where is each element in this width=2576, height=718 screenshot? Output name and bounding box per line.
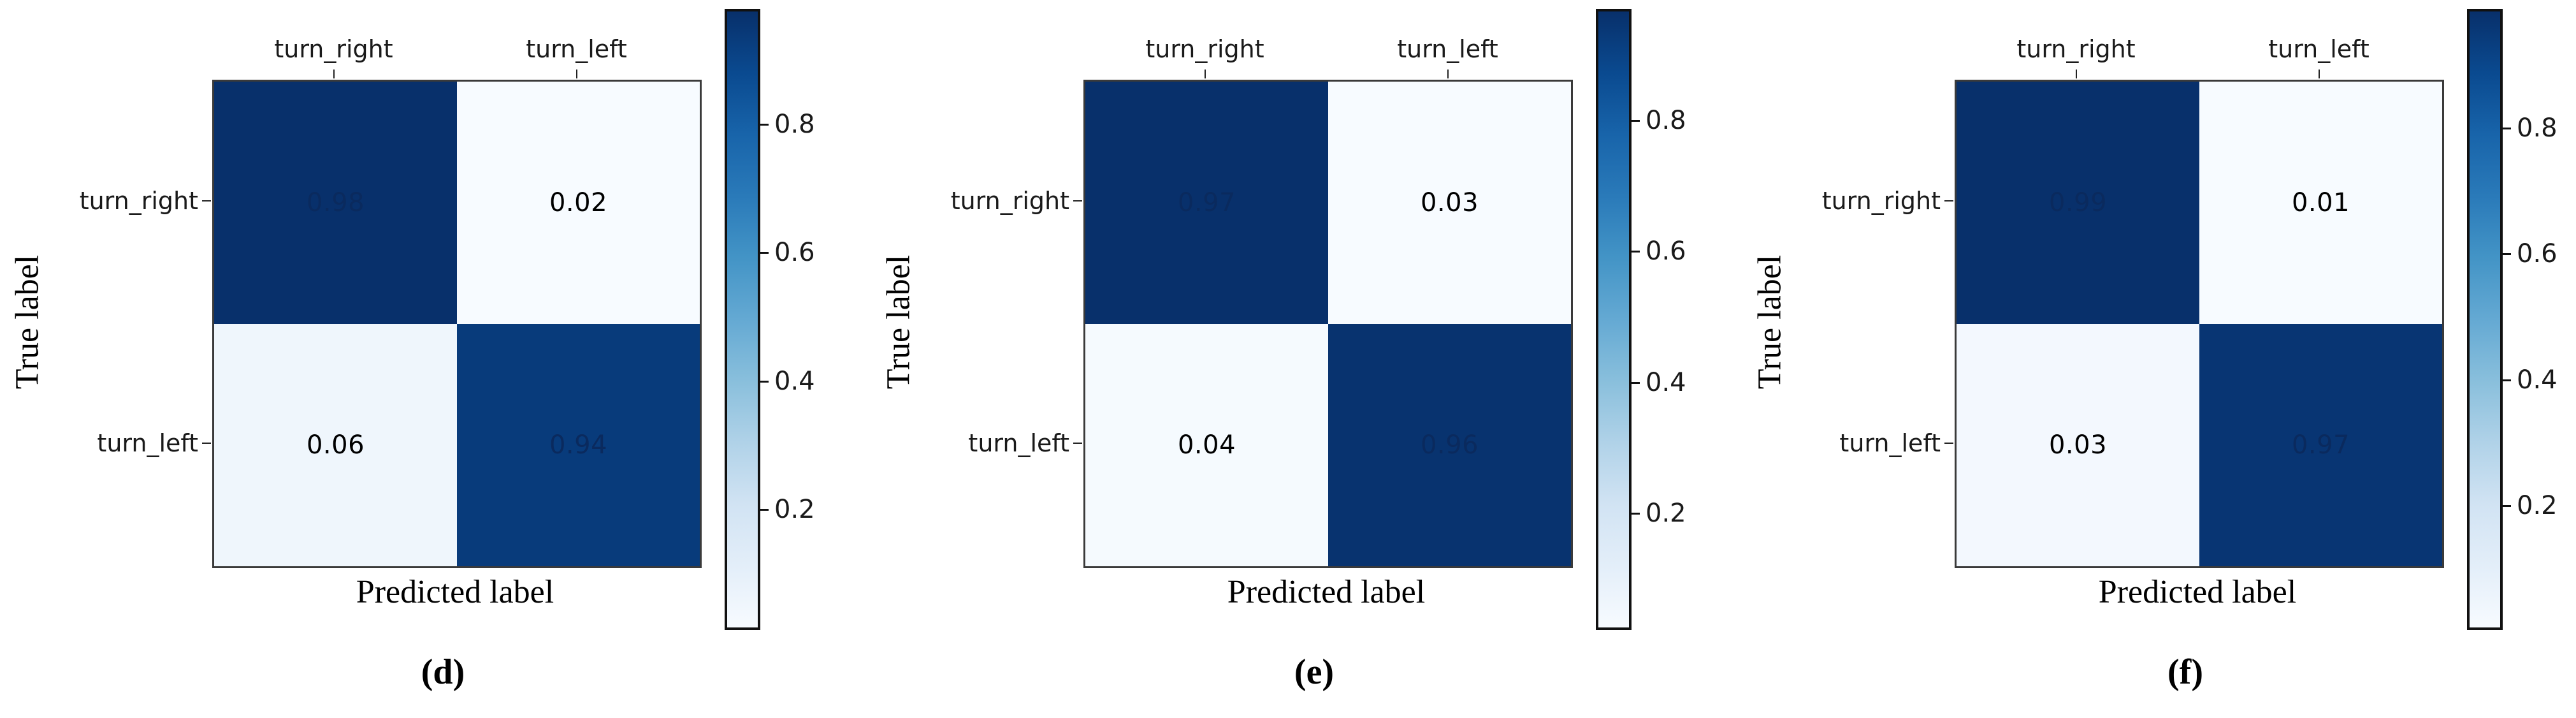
- colorbar-tickmark: [1632, 381, 1640, 384]
- heatmap-matrix: 0.98 0.02 0.06 0.94: [212, 80, 702, 568]
- x-tick-label: turn_right: [2016, 35, 2136, 63]
- heatmap-cell-value: 0.97: [2291, 430, 2350, 460]
- panel-letter: (f): [2167, 652, 2203, 692]
- y-tick-label: turn_right: [1821, 187, 1941, 215]
- colorbar: [2467, 9, 2503, 630]
- heatmap-cell-value: 0.97: [1177, 188, 1236, 217]
- y-tickmark: [1944, 443, 1953, 444]
- x-tick-label: turn_left: [526, 35, 627, 63]
- y-tickmark: [1073, 443, 1082, 444]
- heatmap-cell: 0.98: [214, 82, 457, 324]
- panel-letter: (d): [421, 652, 465, 692]
- y-axis-label: True label: [1751, 254, 1788, 390]
- x-tickmark: [575, 70, 577, 78]
- heatmap-cell: 0.96: [1328, 324, 1571, 566]
- heatmap-cell: 0.01: [2199, 82, 2442, 324]
- heatmap-cell: 0.03: [1328, 82, 1571, 324]
- colorbar-tick-label: 0.2: [2517, 490, 2558, 520]
- colorbar-tickmark: [1632, 119, 1640, 122]
- colorbar-tick-label: 0.8: [774, 110, 815, 140]
- y-tick-label: turn_left: [968, 429, 1069, 457]
- y-tick-label: turn_left: [97, 429, 198, 457]
- y-tick-label: turn_left: [1839, 429, 1941, 457]
- heatmap-cell: 0.06: [214, 324, 457, 566]
- colorbar-tick-label: 0.4: [774, 366, 815, 396]
- colorbar-tickmark: [760, 380, 769, 383]
- heatmap-matrix: 0.97 0.03 0.04 0.96: [1083, 80, 1573, 568]
- colorbar-tick-label: 0.6: [774, 238, 815, 268]
- heatmap-cell: 0.97: [2199, 324, 2442, 566]
- x-tickmark: [1447, 70, 1449, 78]
- x-tick-label: turn_right: [1145, 35, 1264, 63]
- colorbar-tickmark: [2503, 379, 2511, 381]
- heatmap-cell: 0.94: [457, 324, 700, 566]
- colorbar: [1596, 9, 1632, 630]
- x-tickmark: [333, 70, 335, 78]
- heatmap-cell-value: 0.94: [549, 430, 608, 460]
- heatmap-cell: 0.02: [457, 82, 700, 324]
- colorbar-tickmark: [2503, 253, 2511, 256]
- colorbar-tickmark: [2503, 504, 2511, 507]
- heatmap-cell-value: 0.98: [306, 188, 365, 217]
- heatmap-cell: 0.99: [1957, 82, 2199, 324]
- colorbar-tick-label: 0.4: [1646, 367, 1686, 397]
- heatmap-cell-value: 0.06: [306, 430, 365, 460]
- x-tickmark: [2318, 70, 2320, 78]
- x-tickmark: [1204, 70, 1206, 78]
- heatmap-cell: 0.97: [1085, 82, 1328, 324]
- colorbar-tick-label: 0.6: [1646, 237, 1686, 267]
- colorbar-tickmark: [760, 252, 769, 254]
- x-tickmark: [2075, 70, 2077, 78]
- colorbar-tickmark: [760, 508, 769, 511]
- colorbar-tick-label: 0.2: [774, 494, 815, 524]
- y-tick-label: turn_right: [950, 187, 1069, 215]
- x-axis-label: Predicted label: [2098, 574, 2297, 610]
- colorbar-tick-label: 0.2: [1646, 499, 1686, 529]
- heatmap-cell-value: 0.96: [1420, 430, 1479, 460]
- heatmap-cell-value: 0.02: [549, 188, 608, 217]
- x-tick-label: turn_left: [1397, 35, 1498, 63]
- heatmap-cell-value: 0.04: [1177, 430, 1236, 460]
- colorbar-tickmark: [1632, 513, 1640, 515]
- x-tick-label: turn_left: [2268, 35, 2370, 63]
- heatmap-cell-value: 0.03: [2048, 430, 2108, 460]
- y-tickmark: [1073, 200, 1082, 201]
- x-axis-label: Predicted label: [1227, 574, 1426, 610]
- colorbar-tickmark: [760, 124, 769, 126]
- x-tick-label: turn_right: [274, 35, 393, 63]
- colorbar: [725, 9, 760, 630]
- y-tick-label: turn_right: [79, 187, 198, 215]
- heatmap-cell-value: 0.99: [2048, 188, 2108, 217]
- y-tickmark: [1944, 200, 1953, 201]
- colorbar-tick-label: 0.8: [2517, 114, 2558, 143]
- heatmap-cell-value: 0.03: [1420, 188, 1479, 217]
- heatmap-matrix: 0.99 0.01 0.03 0.97: [1955, 80, 2444, 568]
- y-tickmark: [202, 200, 211, 201]
- heatmap-cell: 0.03: [1957, 324, 2199, 566]
- colorbar-tickmark: [2503, 128, 2511, 130]
- colorbar-tick-label: 0.8: [1646, 105, 1686, 135]
- heatmap-cell-value: 0.01: [2291, 188, 2350, 217]
- heatmap-cell: 0.04: [1085, 324, 1328, 566]
- y-tickmark: [202, 443, 211, 444]
- colorbar-tick-label: 0.6: [2517, 239, 2558, 269]
- colorbar-tickmark: [1632, 251, 1640, 253]
- colorbar-tick-label: 0.4: [2517, 365, 2558, 395]
- x-axis-label: Predicted label: [356, 574, 554, 610]
- panel-letter: (e): [1294, 652, 1335, 692]
